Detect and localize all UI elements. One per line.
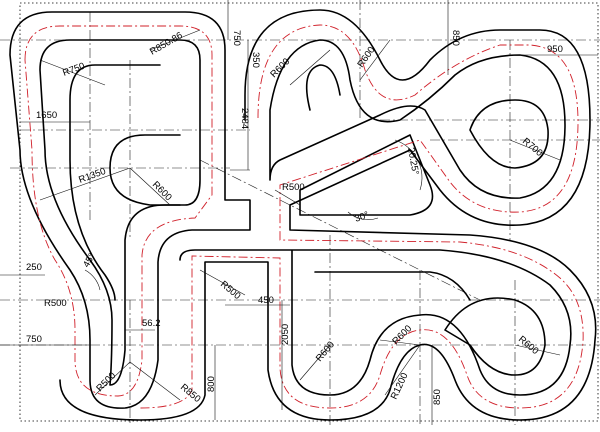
- dim-r850-86: R850.86: [148, 30, 185, 57]
- dim-r1200: R1200: [389, 371, 411, 401]
- right-teardrop-island: [469, 99, 549, 169]
- bottom-right-island: [444, 297, 546, 376]
- dim-r850-bottom: R850: [178, 382, 202, 405]
- dim-56-2: 56.2: [142, 318, 161, 329]
- dim-1650: 1650: [36, 110, 57, 121]
- dim-angle-30: 30°: [353, 210, 370, 225]
- outer-track-edge: [9, 11, 251, 409]
- dim-r500-center: R500: [218, 279, 242, 302]
- dim-r500-left: R500: [44, 298, 67, 309]
- dim-r500-bottom: R500: [94, 370, 118, 394]
- dim-r500-mid: R500: [282, 182, 305, 193]
- dim-250: 250: [26, 262, 42, 273]
- center-inner-island: [299, 134, 434, 216]
- dim-2484: 2484: [239, 108, 250, 129]
- drawing-frame: [19, 2, 599, 422]
- dim-750-left: 750: [26, 334, 42, 345]
- inner-track-bottom: [179, 249, 572, 396]
- track-centerline-main: [139, 24, 584, 409]
- dim-r600-b1: R600: [314, 339, 337, 363]
- dim-850-bottom: 850: [432, 389, 443, 405]
- dim-r600-b3: R600: [516, 334, 540, 357]
- dim-950: 950: [547, 44, 563, 55]
- dim-850-top: 850: [450, 30, 461, 46]
- dim-angle-2025: 20.25°: [405, 147, 421, 176]
- dim-r600-top-a: R600: [268, 56, 292, 80]
- dimension-labels: R750 R850.86 750 350 R600 R600 850 950 1…: [26, 30, 563, 405]
- dim-r700: R700: [520, 136, 544, 159]
- inner-track-edge: [39, 39, 201, 386]
- dim-750-top: 750: [231, 30, 242, 46]
- left-inner-island: [109, 134, 181, 206]
- dim-450: 450: [258, 295, 274, 306]
- outer-track-main: [59, 9, 597, 421]
- dim-r600-inner: R600: [150, 179, 174, 203]
- dim-800: 800: [206, 376, 217, 392]
- top-mid-island: [305, 64, 341, 111]
- dim-350: 350: [250, 52, 261, 68]
- dim-2050: 2050: [280, 324, 291, 345]
- dim-r1350: R1350: [77, 166, 107, 186]
- track-centerline: [24, 25, 213, 397]
- bottom-mid-island: [314, 271, 471, 301]
